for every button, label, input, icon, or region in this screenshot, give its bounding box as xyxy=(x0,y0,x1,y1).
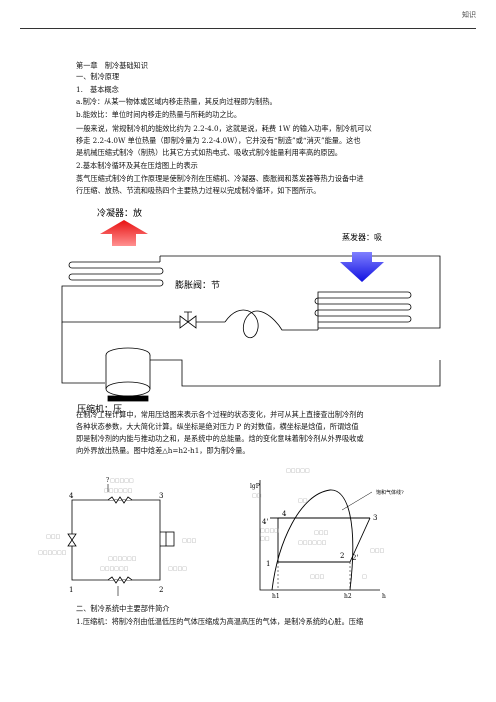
refrigerant-piping xyxy=(61,255,441,387)
para-3-line-1: 在制冷工程计算中，常用压焓图来表示各个过程的状态变化，并可从其上直接查出制冷剂的 xyxy=(76,410,364,419)
ph-y-unit: □□ xyxy=(252,493,262,499)
ph-point-3: 3 xyxy=(373,514,377,522)
cycle-bottom-label: □□□□□□ xyxy=(108,556,137,562)
ph-x-axis-label: h xyxy=(382,593,386,600)
expansion-valve-label: 膨胀阀：节 xyxy=(175,279,220,291)
ph-point-1: 1 xyxy=(266,560,270,568)
header-section: 知识 xyxy=(462,11,476,19)
para-3-line-4: 向外界放出热量。图中焓差△h=h2-h1，即为制冷量。 xyxy=(76,446,250,455)
compressor xyxy=(105,347,151,402)
ph-point-2: 2 xyxy=(340,552,344,560)
ph-diagram: □□□□□ lgP □□ 饱和气体线? 4 4' 3 1 2 2' h1 h2 … xyxy=(250,468,404,600)
evaporator-zigzag xyxy=(107,576,133,584)
ph-point-2-prime: 2' xyxy=(352,554,358,562)
node-1: 1 xyxy=(69,586,73,594)
chapter-title: 第一章 制冷基础知识 xyxy=(76,61,148,70)
node-4: 4 xyxy=(69,492,74,500)
refrigeration-schematic: 冷凝器：放 膨胀阀：节 蒸发器：吸 压缩机：压 xyxy=(61,207,441,415)
heat-release-arrow xyxy=(100,220,148,246)
cycle-left-label-2: □□□□□□ xyxy=(38,550,67,556)
ph-cycle-path xyxy=(270,517,371,563)
compressor-label: 压缩机：压 xyxy=(77,403,122,415)
cycle-bottom-label-3: □□□□ xyxy=(168,566,187,572)
compressor-paragraph: 1.压缩机：将制冷剂由低温低压的气体压缩成为高温高压的气体，是制冷系统的心脏。压… xyxy=(76,617,364,626)
ph-point-4: 4 xyxy=(282,510,287,518)
subsection-heading-1: 1. 基本概念 xyxy=(76,85,119,94)
cycle-top-label: □□□□□ xyxy=(110,478,134,484)
ph-label-e: □□□ xyxy=(370,548,384,554)
condenser-zigzag xyxy=(107,496,133,504)
ph-h2-label: h2 xyxy=(344,593,352,600)
para-1-line-2: 移走 2.2-4.0W 单位热量（即制冷量为 2.2-4.0W），它并没有“制造… xyxy=(76,136,361,145)
expansion-valve xyxy=(179,311,197,329)
saturation-label: 饱和气体线? xyxy=(376,489,404,496)
ph-label-a: □□ xyxy=(298,498,308,504)
ph-y-axis-label: lgP xyxy=(250,483,260,490)
ph-frame xyxy=(259,480,380,591)
para-3-line-3: 即是制冷剂的内能与推动功之和，是系统中的总能量。焓的变化意味着制冷剂从外界吸收或 xyxy=(76,434,364,443)
evaporator-label: 蒸发器：吸 xyxy=(342,232,382,242)
cycle-block-diagram: ? □□□□□ □□□□□□ 4 3 1 2 □□□ □□□□□□ □□□ □□… xyxy=(38,477,196,596)
ph-label-f: □□□ xyxy=(310,574,324,580)
para-b: b.能效比：单位时间内移走的热量与所耗的功之比。 xyxy=(76,110,242,119)
cycle-valve xyxy=(67,533,77,547)
section-heading-1: 一、制冷原理 xyxy=(76,72,120,81)
para-1-line-1: 一般来说，常规制冷机的能效比约为 2.2-4.0，这就是说，耗费 1W 的输入功… xyxy=(76,124,372,133)
cycle-heat-q: ? xyxy=(106,477,109,484)
condenser-label: 冷凝器：放 xyxy=(97,207,142,219)
ph-title: □□□□□ xyxy=(286,468,310,474)
header-rule xyxy=(20,28,476,29)
cycle-compressor xyxy=(165,531,175,547)
ph-label-c: □□□□□□ xyxy=(298,540,327,546)
ph-label-b: □□□□ xyxy=(260,528,279,534)
ph-label-g: □ xyxy=(362,574,367,580)
subsection-heading-2: 2.基本制冷循环及其在压焓图上的表示 xyxy=(76,161,198,170)
cycle-top-label-2: □□□□□□ xyxy=(104,488,133,494)
node-2: 2 xyxy=(159,586,163,594)
para-2-line-1: 蒸气压缩式制冷的工作原理是使制冷剂在压缩机、冷凝器、膨胀阀和蒸发器等热力设备中进 xyxy=(76,174,364,183)
para-2-line-2: 行压缩、放热、节流和吸热四个主要热力过程以完成制冷循环，如下图所示。 xyxy=(76,186,321,195)
cycle-left-label: □□□ xyxy=(46,534,60,540)
para-1-line-3: 是机械压缩式制冷（制热）比其它方式如热电式、吸收式制冷能量利用率高的原因。 xyxy=(76,148,342,157)
condenser-coil xyxy=(68,256,164,287)
cycle-right-label: □□□ xyxy=(182,538,196,544)
ph-label-d: □□□ xyxy=(314,530,328,536)
cycle-bottom-label-2: □□□□□□ xyxy=(100,566,129,572)
section-heading-2: 二、制冷系统中主要部件简介 xyxy=(76,604,170,613)
para-a: a.制冷：从某一物体或区域内移走热量，其反向过程即为制热。 xyxy=(76,97,277,106)
ph-label-h: □□ xyxy=(260,536,270,542)
node-3: 3 xyxy=(159,492,163,500)
para-3-line-2: 各种状态参数，大大简化计算。纵坐标是绝对压力 P 的对数值，横坐标是焓值，所谓焓… xyxy=(76,422,359,431)
evaporator-coil xyxy=(314,291,441,330)
heat-absorb-arrow xyxy=(340,252,384,282)
ph-h1-label: h1 xyxy=(272,593,280,600)
saturation-dome xyxy=(271,489,354,591)
ph-point-4-prime: 4' xyxy=(262,518,268,526)
